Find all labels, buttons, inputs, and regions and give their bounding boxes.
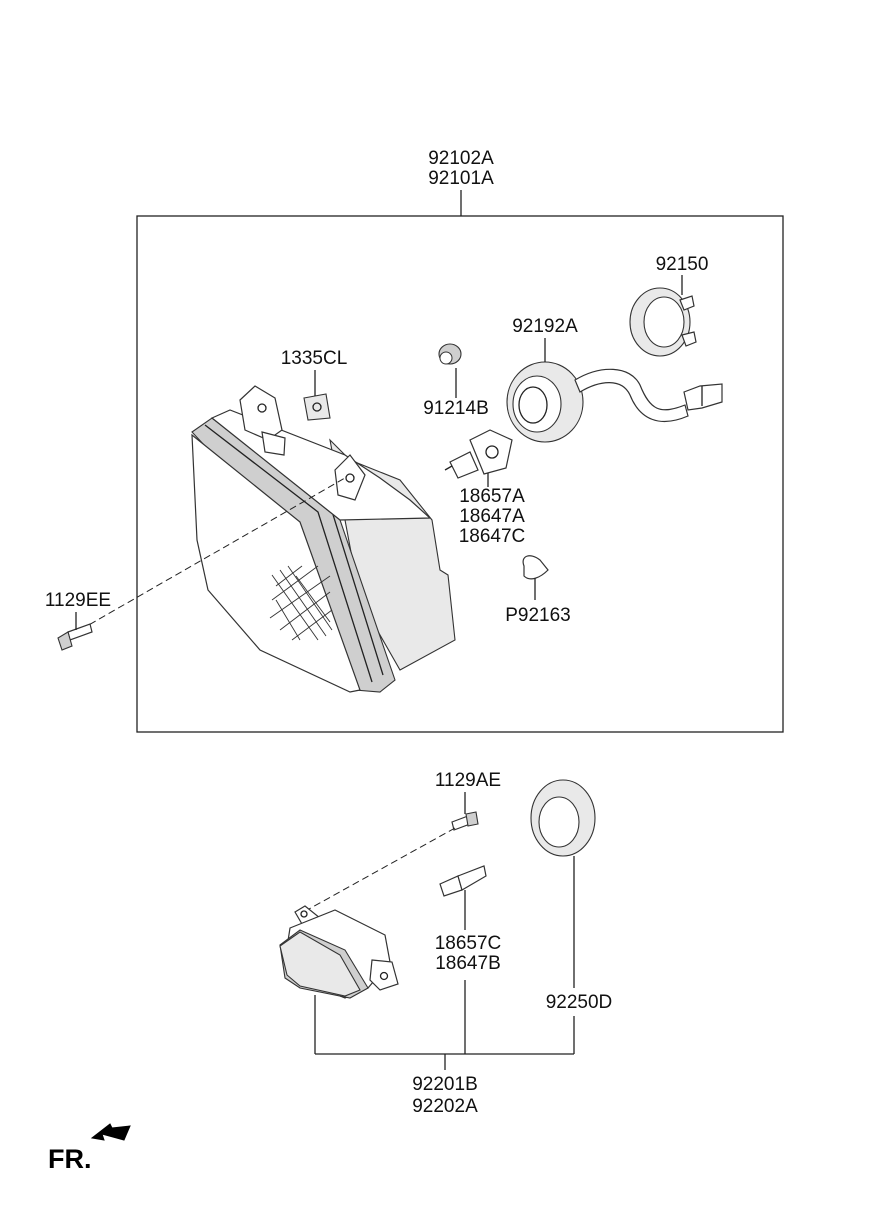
label-1335CL: 1335CL [281,348,348,369]
label-91214B: 91214B [423,398,489,419]
ring-92250D-part [530,779,596,857]
label-92101A: 92101A [428,168,494,189]
cap-91214B-part [438,343,462,365]
bulb-18657C-part [439,865,487,897]
label-92192A: 92192A [512,316,578,337]
screw-1129EE-part [57,623,93,651]
label-92250D: 92250D [546,992,613,1013]
label-92150: 92150 [656,254,709,275]
label-18657A: 18657A [459,486,525,507]
label-92102A: 92102A [428,148,494,169]
label-P92163: P92163 [505,605,571,626]
label-18647A: 18647A [459,506,525,527]
label-92201B: 92201B [412,1074,478,1095]
headlamp-assembly-frame [136,215,784,733]
clip-1335CL-part [303,393,331,421]
label-1129EE: 1129EE [45,590,111,611]
dashed-guide-1129AE [299,827,456,915]
dashed-guide-1129EE [79,477,346,631]
screw-1129AE-part [451,811,479,831]
headlamp-housing-part [191,385,456,693]
clip-P92163-part [522,555,549,580]
bulb-18657A-part [444,429,513,479]
label-92202A: 92202A [412,1096,478,1117]
label-18647C: 18647C [459,526,526,547]
label-18657C: 18657C [435,933,502,954]
fog-lamp-housing-part [279,905,399,999]
label-18647B: 18647B [435,953,501,974]
socket-92192A-part [506,361,723,443]
cover-92150-part [629,287,697,357]
arrow-front-left-icon [90,1123,131,1141]
label-1129AE: 1129AE [435,770,501,791]
direction-label: FR. [48,1144,92,1174]
